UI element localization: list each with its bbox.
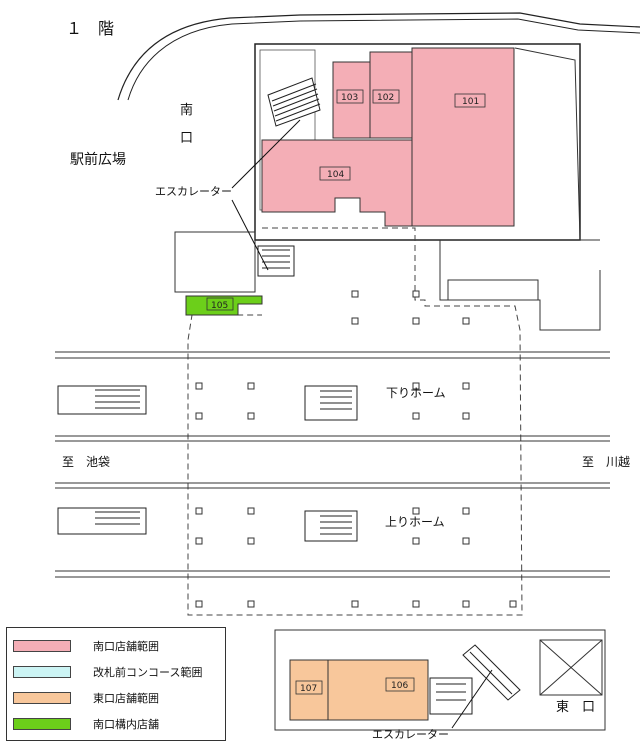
unit-103-label: 103 xyxy=(341,93,358,103)
unit-102-label: 102 xyxy=(377,93,394,103)
unit-105-label: 105 xyxy=(211,301,228,311)
east-exit-label: 東 口 xyxy=(556,699,595,715)
track-lines xyxy=(55,351,610,578)
kiosk-row xyxy=(447,279,539,301)
platform-stairs-up-center xyxy=(304,510,358,542)
shop-103[interactable] xyxy=(332,61,371,139)
east-structure xyxy=(439,47,601,331)
escalator-leader-2 xyxy=(231,199,269,271)
platform-stairs-up-left xyxy=(57,507,147,535)
legend-label: 南口構内店舗 xyxy=(93,718,159,731)
columns xyxy=(195,290,517,608)
floor-title: １ 階 xyxy=(66,19,114,38)
escalator-leader-3 xyxy=(451,669,493,729)
to-ikebukuro-label: 至 池袋 xyxy=(62,455,110,469)
concourse-boundary xyxy=(187,227,523,616)
unit-106-label: 106 xyxy=(391,681,408,691)
shop-104[interactable] xyxy=(261,139,413,227)
escalator-leader-1 xyxy=(231,119,301,189)
shop-101[interactable] xyxy=(411,47,515,227)
east-plaza-structure xyxy=(539,639,603,696)
platform-stairs-down-left xyxy=(57,385,147,415)
legend-item-south-shops: 南口店舗範囲 xyxy=(13,638,159,654)
legend-swatch xyxy=(13,666,71,678)
escalator-east xyxy=(429,644,521,715)
legend-item-in-station-shop: 南口構内店舗 xyxy=(13,716,159,732)
shop-105[interactable] xyxy=(185,295,263,316)
legend-item-concourse: 改札前コンコース範囲 xyxy=(13,664,202,680)
escalator-label-bottom: エスカレーター xyxy=(372,728,449,741)
escalator-concourse xyxy=(257,245,295,277)
down-platform-label: 下りホーム xyxy=(386,386,446,400)
legend-label: 改札前コンコース範囲 xyxy=(93,666,203,679)
south-building-outline xyxy=(254,43,581,241)
unit-104-label: 104 xyxy=(327,170,344,180)
legend-swatch xyxy=(13,718,71,730)
to-kawagoe-label: 至 川越 xyxy=(582,455,630,469)
escalator-south xyxy=(267,77,321,127)
east-building-outline xyxy=(274,629,606,731)
south-exit-label-2: 口 xyxy=(180,131,193,146)
gate-block xyxy=(174,231,256,293)
unit-107-label: 107 xyxy=(300,684,317,694)
up-platform-label: 上りホーム xyxy=(385,515,445,529)
legend-label: 東口店舗範囲 xyxy=(93,692,159,705)
legend-box: 南口店舗範囲 改札前コンコース範囲 東口店舗範囲 南口構内店舗 xyxy=(6,627,226,741)
shop-106[interactable] xyxy=(327,659,429,721)
site-boundary-inner xyxy=(127,18,640,101)
legend-item-east-shops: 東口店舗範囲 xyxy=(13,690,159,706)
legend-swatch xyxy=(13,692,71,704)
south-exit-label-1: 南 xyxy=(180,102,193,118)
site-boundary xyxy=(117,12,640,101)
unit-101-label: 101 xyxy=(462,97,479,107)
shop-102[interactable] xyxy=(369,51,413,139)
legend-swatch xyxy=(13,640,71,652)
escalator-label-top: エスカレーター xyxy=(155,185,232,198)
station-plaza-label: 駅前広場 xyxy=(70,151,126,168)
platform-stairs-down-center xyxy=(304,385,358,421)
legend-label: 南口店舗範囲 xyxy=(93,640,159,653)
